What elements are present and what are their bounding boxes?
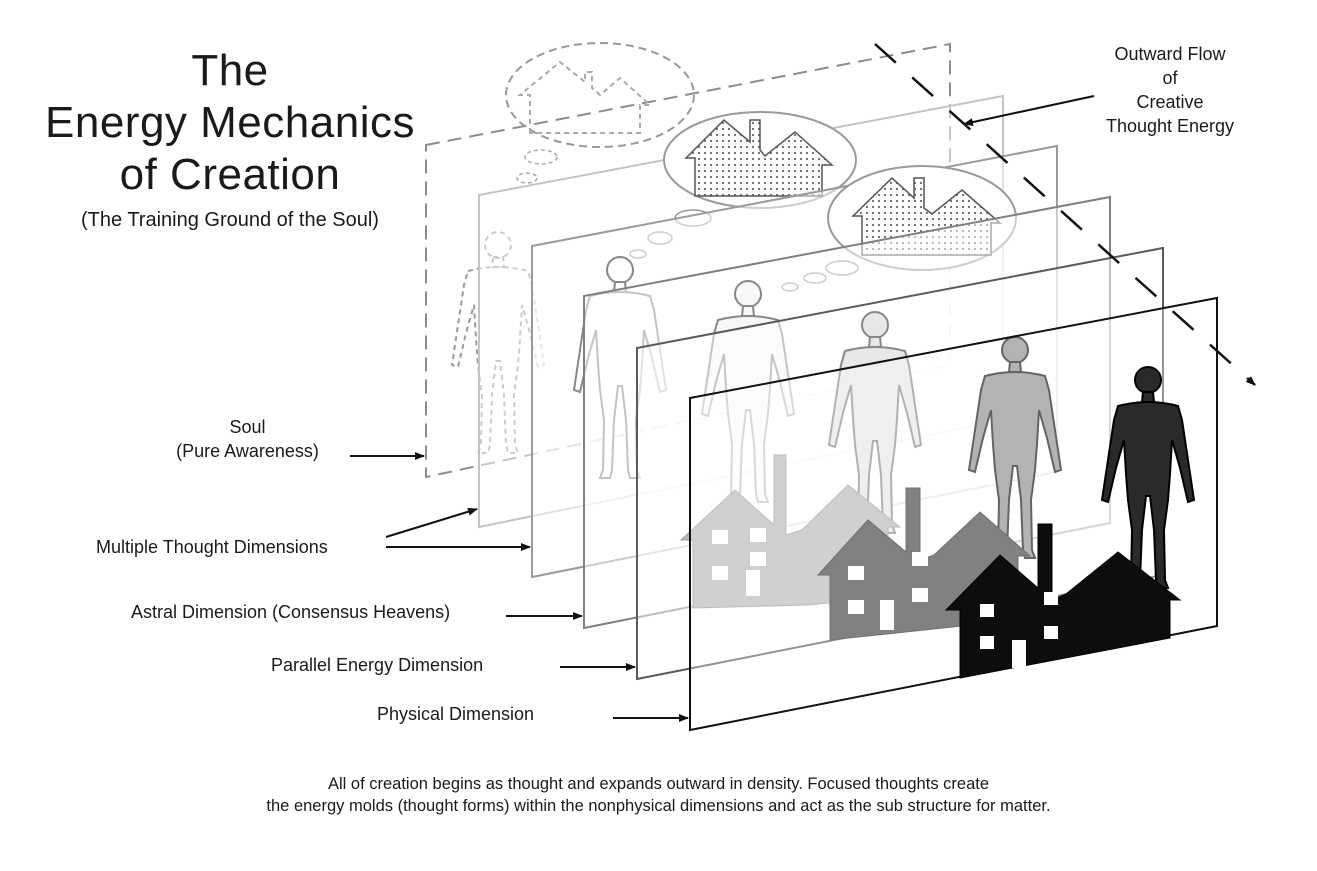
thought-pointer-1 (386, 509, 477, 537)
outward-flow-label: Outward Flow of Creative Thought Energy (1090, 42, 1250, 138)
caption-line-1: All of creation begins as thought and ex… (0, 773, 1317, 795)
caption: All of creation begins as thought and ex… (0, 773, 1317, 817)
physical-label: Physical Dimension (377, 702, 534, 726)
outward-flow-line-1: Outward Flow (1090, 42, 1250, 66)
soul-label-line-1: Soul (160, 415, 335, 439)
parallel-label: Parallel Energy Dimension (271, 653, 483, 677)
title-line-2: Energy Mechanics (30, 97, 430, 149)
outward-flow-line-3: Creative (1090, 90, 1250, 114)
outward-flow-line-2: of (1090, 66, 1250, 90)
soul-thought-dot (525, 150, 557, 164)
title-line-1: The (30, 45, 430, 97)
title-block: The Energy Mechanics of Creation (The Tr… (30, 45, 430, 232)
outward-flow-line-4: Thought Energy (1090, 114, 1250, 138)
soul-thought-dot (517, 173, 537, 183)
soul-label: Soul (Pure Awareness) (160, 415, 335, 463)
soul-label-line-2: (Pure Awareness) (160, 439, 335, 463)
caption-line-2: the energy molds (thought forms) within … (0, 795, 1317, 817)
multiple-thought-label: Multiple Thought Dimensions (96, 535, 328, 559)
title-line-3: of Creation (30, 149, 430, 201)
astral-label: Astral Dimension (Consensus Heavens) (131, 600, 450, 624)
subtitle: (The Training Ground of the Soul) (30, 209, 430, 232)
